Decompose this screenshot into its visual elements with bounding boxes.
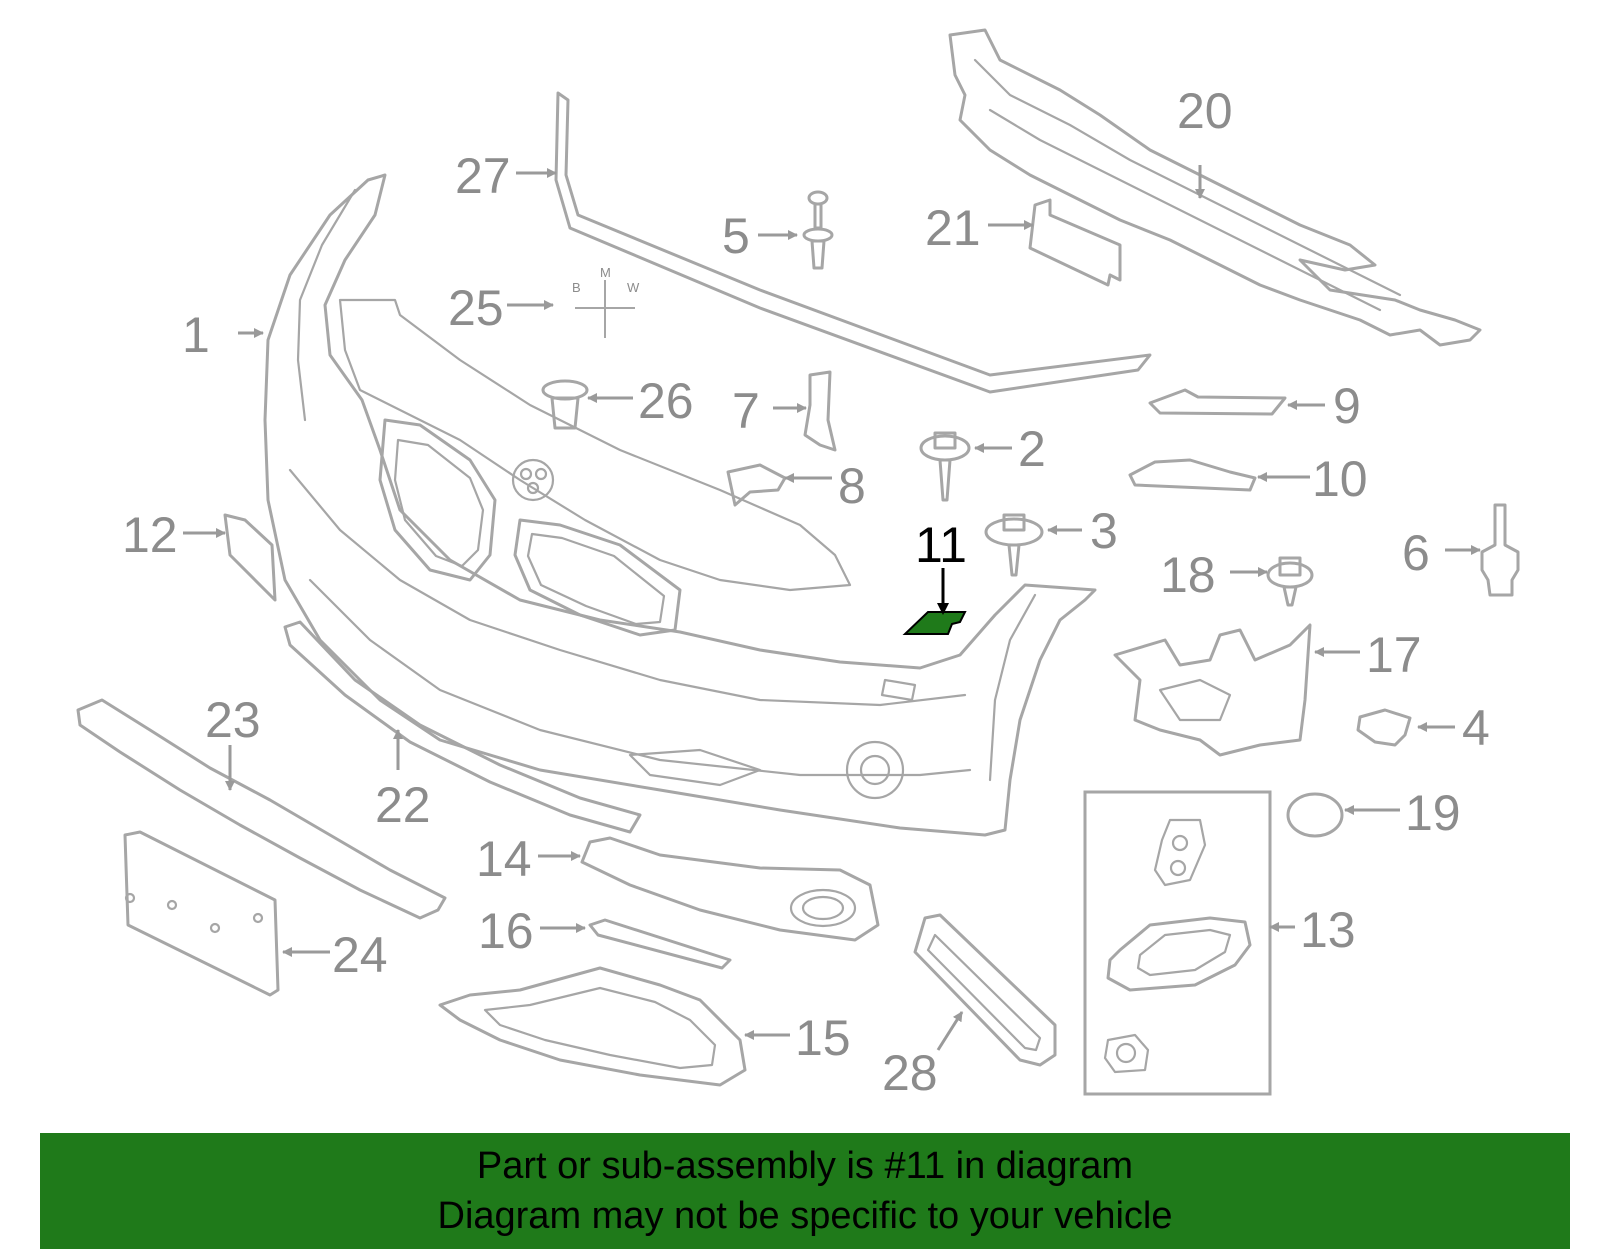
callout-3: 3: [1090, 503, 1118, 559]
callout-10: 10: [1312, 451, 1368, 507]
part-10-strip: [1128, 458, 1257, 492]
part-5-rivet: [802, 190, 834, 270]
part-11-highlighted[interactable]: [902, 611, 967, 635]
callout-12: 12: [122, 507, 178, 563]
callout-11-highlighted: 11: [915, 517, 967, 573]
emblem-letter-w: W: [627, 280, 640, 295]
part-8-bracket: [726, 463, 787, 507]
callout-5: 5: [722, 208, 750, 264]
emblem-letter-m: M: [600, 265, 611, 280]
callout-20: 20: [1177, 83, 1233, 139]
callout-18: 18: [1160, 547, 1216, 603]
part-15-fog-frame: [438, 966, 747, 1087]
part-12-bracket: [223, 513, 277, 602]
callout-13: 13: [1300, 902, 1356, 958]
callout-14: 14: [476, 831, 532, 887]
part-16-strip: [588, 918, 732, 970]
callout-16: 16: [478, 903, 534, 959]
callout-22: 22: [375, 777, 431, 833]
part-24-license-bracket: [123, 830, 280, 997]
part-23-molding: [76, 698, 447, 920]
callout-9: 9: [1333, 378, 1361, 434]
callout-15: 15: [795, 1010, 851, 1066]
emblem-letter-b: B: [572, 280, 581, 295]
callout-28: 28: [882, 1045, 938, 1101]
part-27-trim-strip: [554, 91, 1152, 394]
callout-4: 4: [1462, 700, 1490, 756]
part-3-screw: [984, 513, 1044, 577]
part-18-nut: [1266, 556, 1314, 607]
callout-19: 19: [1405, 785, 1461, 841]
callout-17: 17: [1366, 627, 1422, 683]
callout-26: 26: [638, 373, 694, 429]
part-25-emblem: B M W: [572, 265, 640, 338]
leader-arrows: [183, 165, 1481, 1051]
part-7-bracket: [803, 370, 837, 452]
part-26-grommet: [541, 379, 589, 430]
callout-8: 8: [838, 458, 866, 514]
part-1-bumper-cover: [263, 173, 1097, 837]
callout-7: 7: [732, 383, 760, 439]
callout-6: 6: [1402, 525, 1430, 581]
banner-line-2: Diagram may not be specific to your vehi…: [437, 1195, 1173, 1237]
callout-24: 24: [332, 927, 388, 983]
callout-23: 23: [205, 692, 261, 748]
part-28-reflector: [913, 913, 1057, 1067]
callout-21: 21: [925, 200, 981, 256]
part-9-strip: [1148, 388, 1287, 416]
callout-25: 25: [448, 280, 504, 336]
part-20-impact-bar: [948, 28, 1482, 347]
callout-1: 1: [182, 307, 210, 363]
callout-2: 2: [1018, 421, 1046, 477]
banner-line-1: Part or sub-assembly is #11 in diagram: [476, 1145, 1134, 1187]
part-21-bracket: [1028, 198, 1122, 287]
part-19-ring: [1286, 792, 1344, 838]
part-4-clip: [1356, 708, 1412, 747]
callout-labels: 1 2 3 4 5 6 7 8 9 10 11 12 13 14 15 16 1…: [122, 83, 1490, 1101]
part-13-kit-box: [1083, 790, 1272, 1096]
part-2-screw: [919, 431, 971, 502]
info-banner: Part or sub-assembly is #11 in diagram D…: [40, 1133, 1570, 1249]
part-17-air-duct: [1113, 623, 1312, 757]
callout-27: 27: [455, 148, 511, 204]
part-14-fog-trim: [580, 836, 880, 942]
part-6-pin: [1480, 503, 1520, 597]
part-22-lower-strip: [283, 620, 642, 834]
